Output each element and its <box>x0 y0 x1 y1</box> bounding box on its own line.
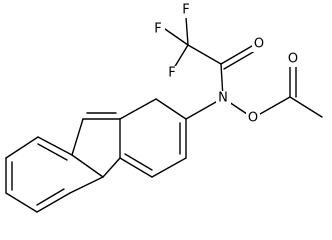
bond-ring-c3-c4 <box>151 157 187 178</box>
bond-benz-5 <box>36 192 71 213</box>
bond-benz-2 <box>5 136 39 159</box>
bond-benz-1-dbl <box>37 143 68 161</box>
atom-ester-oxygen: O <box>248 111 258 126</box>
bond-c4b-c4a <box>102 157 121 178</box>
bond-cf3-carbonyl <box>187 44 222 65</box>
bond-carbonyl-o-2 <box>223 50 256 70</box>
atom-fluorine-left: F <box>154 22 161 37</box>
bond-benz-6 <box>69 176 104 194</box>
structure-canvas: F F F O N O O <box>5 3 323 213</box>
bonds <box>5 16 323 213</box>
bond-ring-c4-c4a-dbl <box>124 153 153 171</box>
bond-benz-1 <box>37 136 73 156</box>
atom-labels: F F F O N O O <box>151 3 300 126</box>
bond-benz-5-dbl <box>36 188 65 206</box>
bond-ring-c9a-c1 <box>119 98 157 120</box>
bond-c9-c8a <box>71 118 84 156</box>
atom-carbonyl-oxygen: O <box>254 37 264 52</box>
atom-acetyl-oxygen: O <box>288 52 298 67</box>
atom-fluorine-bottom: F <box>168 66 175 81</box>
bond-c-f-bottom <box>173 44 189 69</box>
bond-c-f-left <box>164 28 189 46</box>
bond-ring-c4-c4a <box>119 157 153 178</box>
atom-fluorine-top: F <box>182 3 189 18</box>
bond-acetyl-methyl <box>289 96 323 118</box>
bond-c8a-c4b <box>71 154 104 178</box>
bond-c-f-top <box>185 16 189 46</box>
bond-benz-4 <box>5 192 38 213</box>
bond-ring-c2-c1 <box>155 98 187 120</box>
atom-nitrogen: N <box>218 91 228 106</box>
bond-carbonyl-o-1 <box>220 45 253 65</box>
chemical-structure: F F F O N O O <box>5 3 323 213</box>
